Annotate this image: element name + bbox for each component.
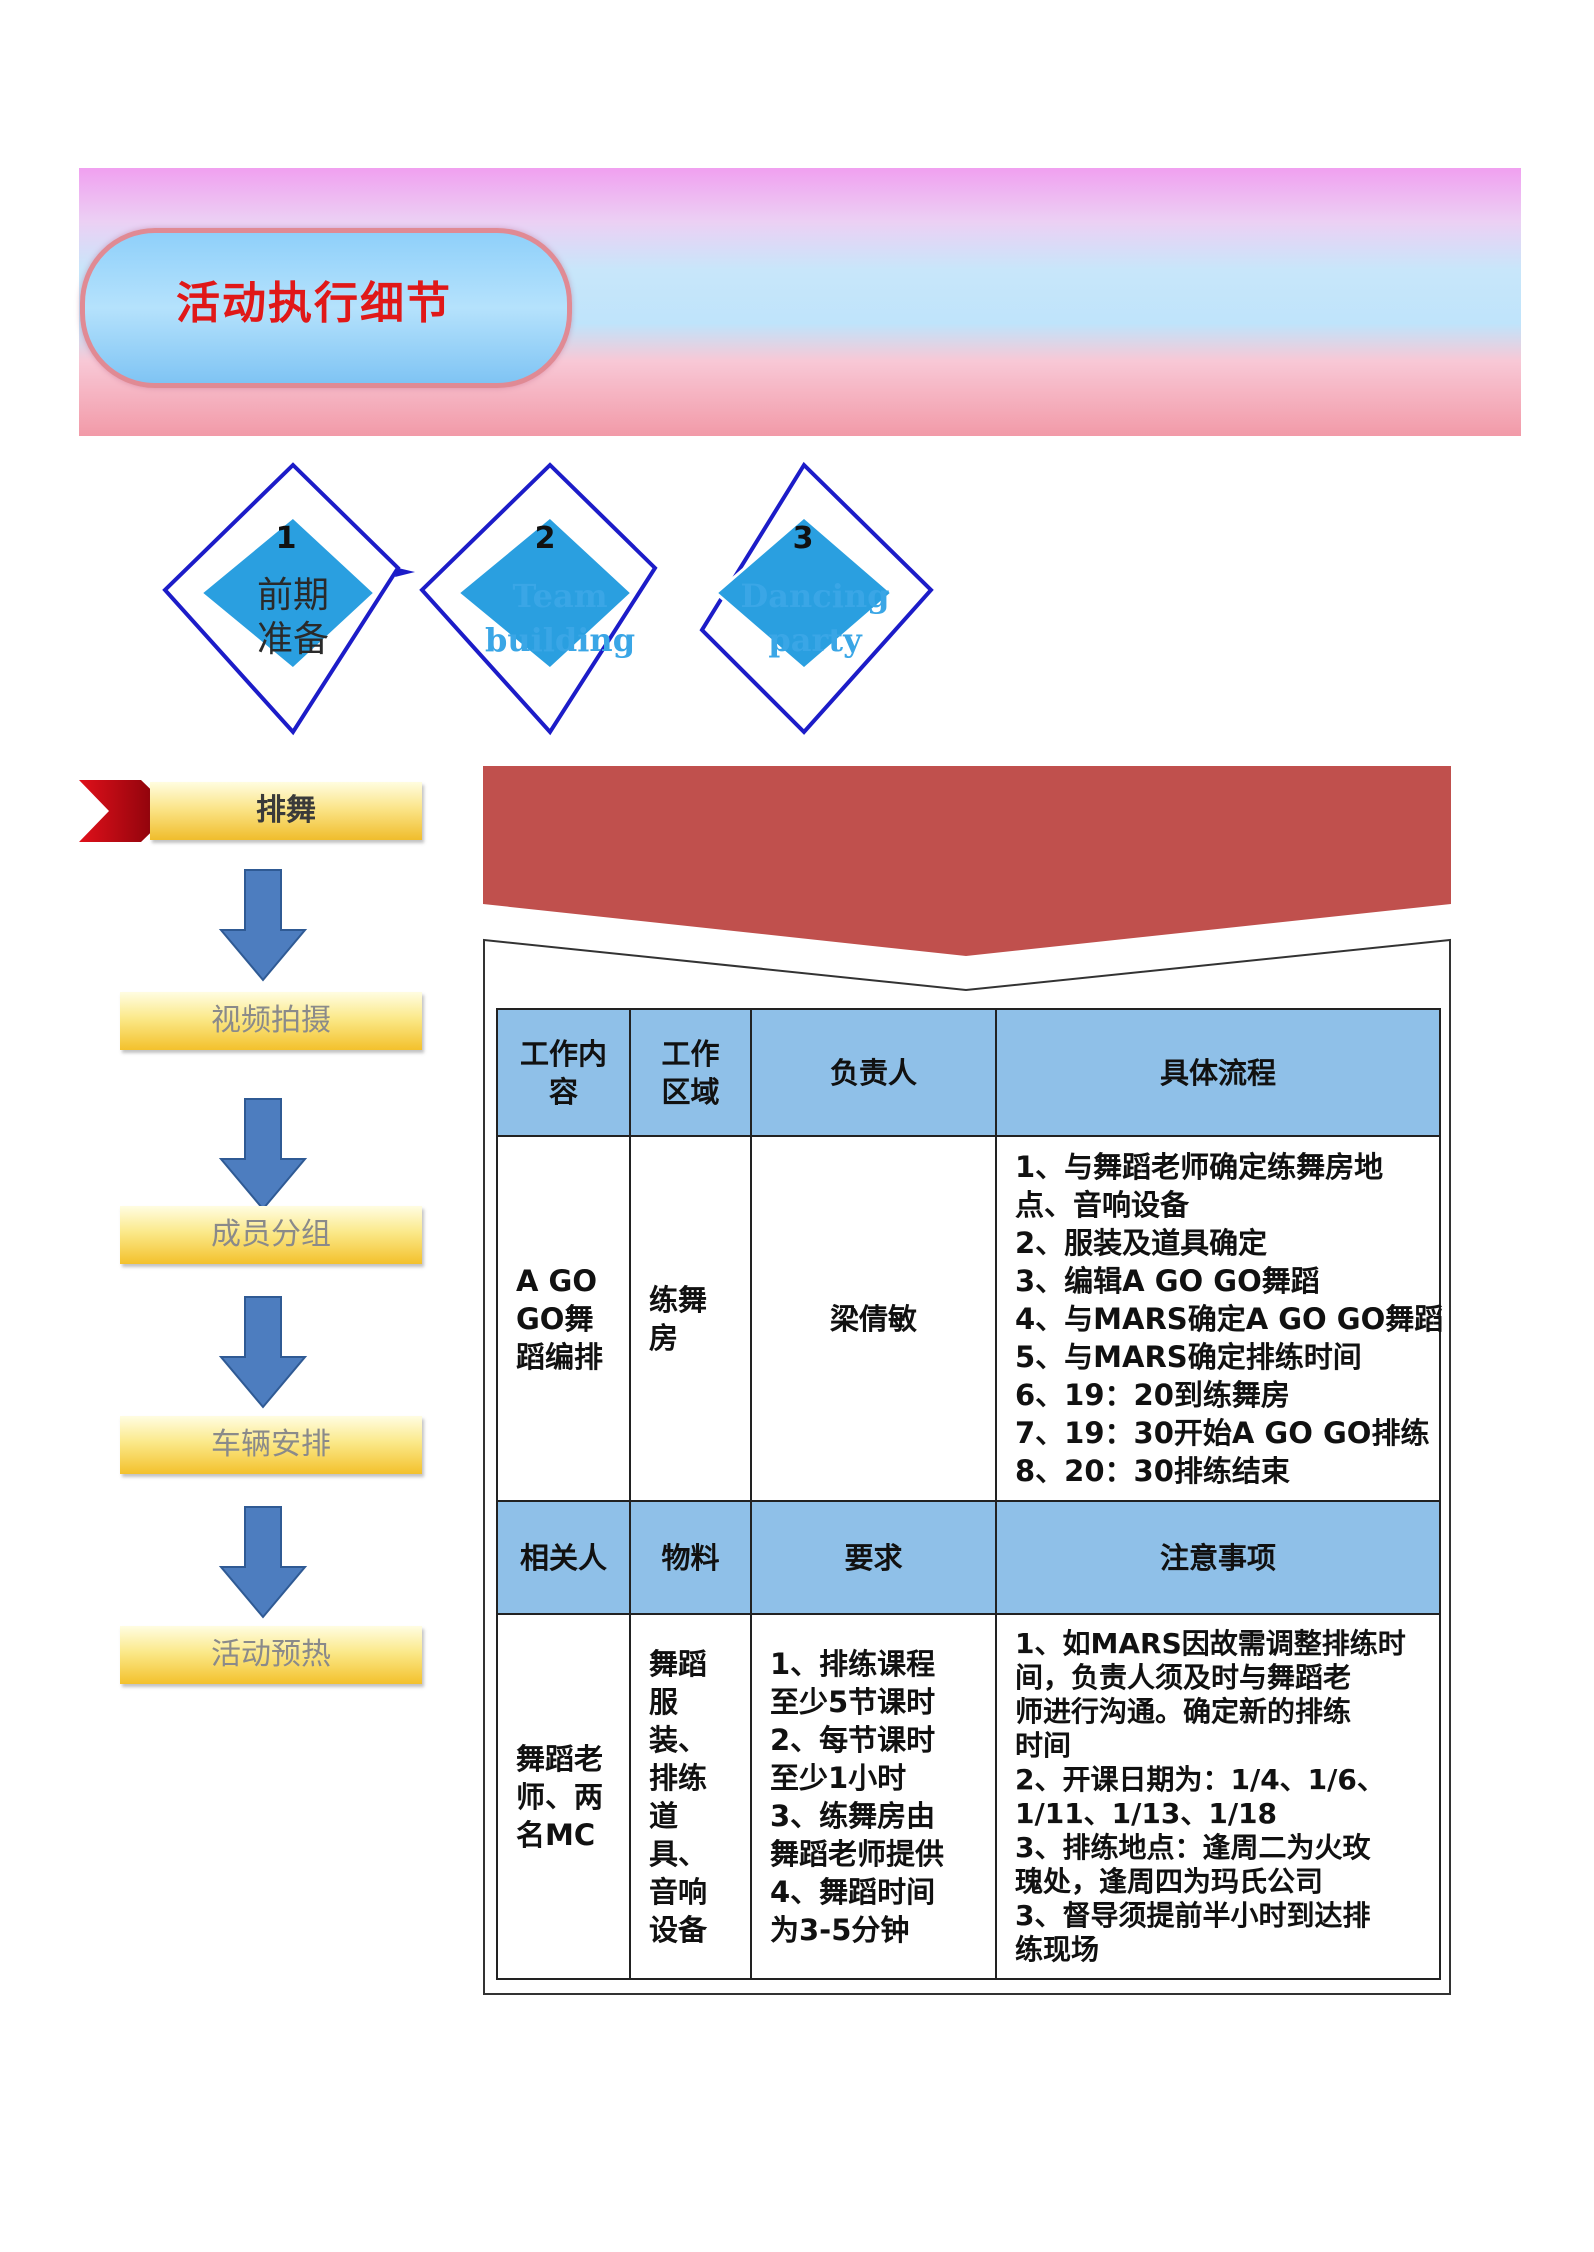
col-header-people: 相关人 [496, 1500, 631, 1615]
cell-requirements: 1、排练课程 至少5节课时 2、每节课时 至少1小时 3、练舞房由 舞蹈老师提供… [750, 1613, 997, 1980]
diamond-1-fill [198, 515, 378, 671]
diamond-step-3 [699, 461, 934, 735]
cell-people: 舞蹈老师、两名MC [496, 1613, 631, 1980]
col-header-area: 工作区域 [629, 1008, 752, 1137]
cell-notes: 1、如MARS因故需调整排练时 间，负责人须及时与舞蹈老 师进行沟通。确定新的排… [995, 1613, 1441, 1980]
diamond-step-1 [162, 462, 415, 736]
step-3-label: Dancing party [740, 577, 890, 659]
red-chevron-icon [79, 780, 173, 842]
red-chevron-banner [483, 766, 1451, 956]
col-header-materials: 物料 [629, 1500, 752, 1615]
arrow-down-icon [218, 1506, 308, 1619]
diamond-step-2 [419, 462, 658, 736]
col-header-process: 具体流程 [995, 1008, 1441, 1137]
execution-table: 工作内容 工作区域 负责人 具体流程 A GO GO舞蹈编排 练舞房 梁倩敏 1… [496, 1008, 1443, 1980]
step-1-number: 1 [275, 521, 297, 556]
flow-step-4: 车辆安排 [120, 1416, 422, 1474]
page-title: 活动执行细节 [176, 278, 452, 329]
step-3-number: 3 [792, 521, 814, 556]
step-1-label: 前期 准备 [256, 575, 329, 660]
step-2-number: 2 [534, 521, 556, 556]
arrow-down-icon [218, 869, 308, 982]
table-row: A GO GO舞蹈编排 练舞房 梁倩敏 1、与舞蹈老师确定练舞房地 点、音响设备… [496, 1135, 1443, 1502]
flow-step-3: 成员分组 [120, 1206, 422, 1264]
col-header-requirements: 要求 [750, 1500, 997, 1615]
cell-process: 1、与舞蹈老师确定练舞房地 点、音响设备 2、服装及道具确定 3、编辑A GO … [995, 1135, 1443, 1502]
cell-owner: 梁倩敏 [750, 1135, 997, 1502]
table-row: 舞蹈老师、两名MC 舞蹈服装、排练道具、音响设备 1、排练课程 至少5节课时 2… [496, 1613, 1441, 1980]
col-header-content: 工作内容 [496, 1008, 631, 1137]
cell-content: A GO GO舞蹈编排 [496, 1135, 631, 1502]
flow-step-2: 视频拍摄 [120, 992, 422, 1050]
cell-materials: 舞蹈服装、排练道具、音响设备 [629, 1613, 752, 1980]
flow-step-5: 活动预热 [120, 1626, 422, 1684]
table-header-row-2: 相关人 物料 要求 注意事项 [496, 1500, 1441, 1615]
diamond-3-fill [713, 515, 895, 671]
arrow-down-icon [218, 1098, 308, 1211]
step-diamonds [162, 461, 934, 736]
cell-area: 练舞房 [629, 1135, 752, 1502]
col-header-owner: 负责人 [750, 1008, 997, 1137]
step-2-label: Team building [484, 577, 636, 659]
title-pill [80, 228, 572, 388]
diamond-2-fill [455, 515, 635, 671]
col-header-notes: 注意事项 [995, 1500, 1441, 1615]
flow-step-1: 排舞 [150, 782, 422, 840]
table-header-row-1: 工作内容 工作区域 负责人 具体流程 [496, 1008, 1441, 1137]
arrow-down-icon [218, 1296, 308, 1409]
